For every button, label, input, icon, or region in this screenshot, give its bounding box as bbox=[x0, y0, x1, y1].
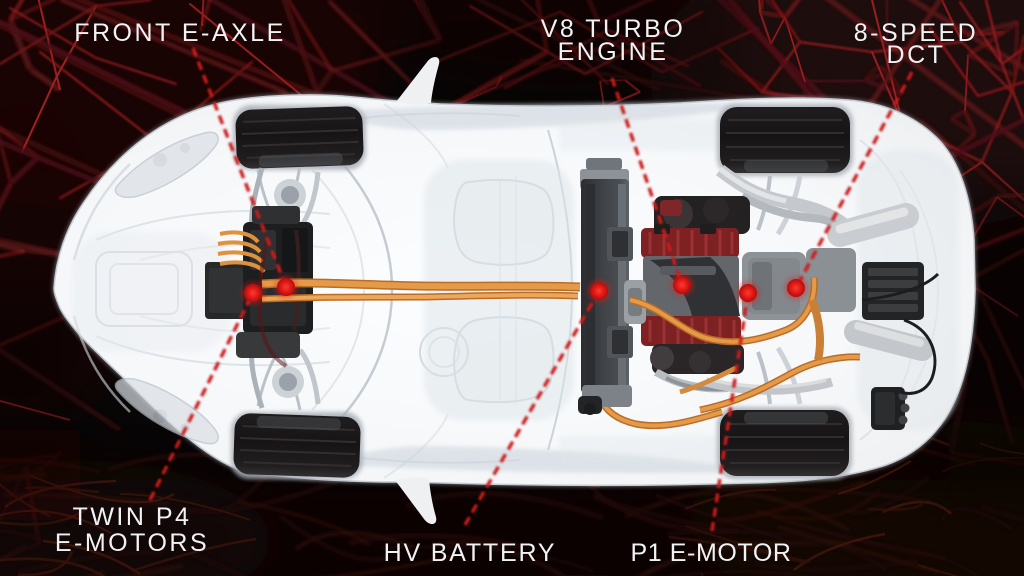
svg-text:DCT: DCT bbox=[887, 41, 946, 69]
svg-text:HV BATTERY: HV BATTERY bbox=[384, 539, 557, 567]
svg-text:TWIN P4: TWIN P4 bbox=[73, 503, 192, 531]
svg-text:E-MOTORS: E-MOTORS bbox=[55, 529, 209, 557]
svg-text:FRONT E-AXLE: FRONT E-AXLE bbox=[74, 19, 286, 47]
svg-text:8-SPEED: 8-SPEED bbox=[854, 19, 978, 47]
svg-text:V8 TURBO: V8 TURBO bbox=[541, 15, 686, 43]
svg-text:P1 E-MOTOR: P1 E-MOTOR bbox=[630, 539, 791, 567]
svg-text:ENGINE: ENGINE bbox=[558, 38, 669, 66]
